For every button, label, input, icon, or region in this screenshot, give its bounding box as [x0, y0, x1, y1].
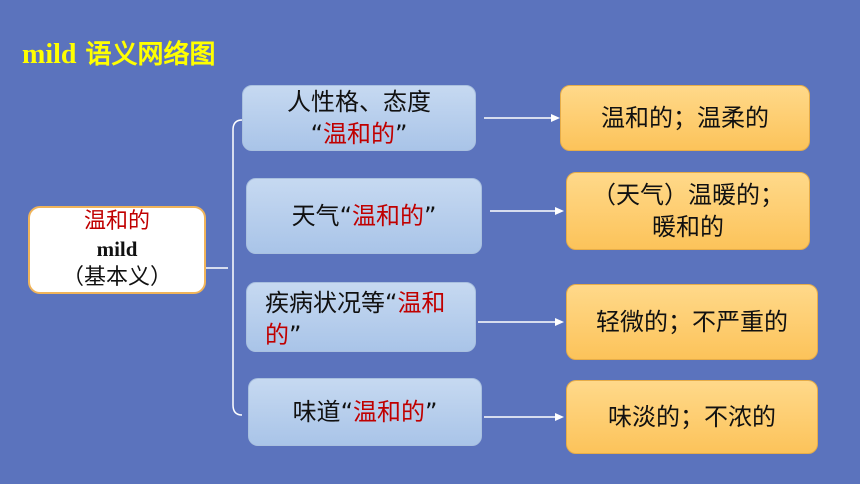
context-node-1: 人性格、态度 “温和的” [242, 85, 476, 151]
meaning-4-text: 味淡的；不浓的 [608, 402, 776, 431]
context-1-line1: 人性格、态度 [287, 87, 431, 116]
context-1-line2: “温和的” [310, 120, 408, 148]
context-node-4: 味道“温和的” [248, 378, 482, 446]
root-label: （基本义） [61, 264, 172, 290]
arrow-head-2 [555, 207, 564, 215]
meaning-node-1: 温和的；温柔的 [560, 85, 810, 151]
context-3-text: 疾病状况等 [265, 289, 385, 317]
root-meaning: 温和的 [83, 208, 150, 234]
meaning-3-text: 轻微的；不严重的 [596, 307, 788, 336]
context-3-highlight: 温和的 [265, 289, 446, 350]
diagram-title: mild 语义网络图 [22, 34, 216, 71]
meaning-node-3: 轻微的；不严重的 [566, 284, 818, 360]
arrow-head-1 [551, 114, 560, 122]
meaning-1-text: 温和的；温柔的 [601, 103, 769, 132]
root-node: 温和的 mild （基本义） [28, 206, 206, 294]
context-2-text: 天气 [291, 201, 340, 230]
branch-bracket [232, 119, 243, 416]
title-latin: mild [22, 39, 77, 70]
context-4-highlight: 温和的 [353, 397, 425, 426]
arrow-head-3 [555, 318, 564, 326]
context-2-highlight: 温和的 [352, 201, 424, 230]
meaning-node-4: 味淡的；不浓的 [566, 380, 818, 454]
meaning-node-2: （天气）温暖的； 暖和的 [566, 172, 810, 250]
arrow-head-4 [555, 413, 564, 421]
title-text: 语义网络图 [76, 40, 216, 70]
context-node-3: 疾病状况等“温和的” [246, 282, 476, 352]
context-1-highlight: 温和的 [323, 120, 395, 148]
meaning-2-line1: （天气）温暖的； [592, 180, 784, 209]
context-node-2: 天气“温和的” [246, 178, 482, 254]
meaning-2-line2: 暖和的 [652, 213, 724, 241]
context-4-text: 味道 [292, 397, 341, 426]
root-word: mild [96, 237, 138, 262]
